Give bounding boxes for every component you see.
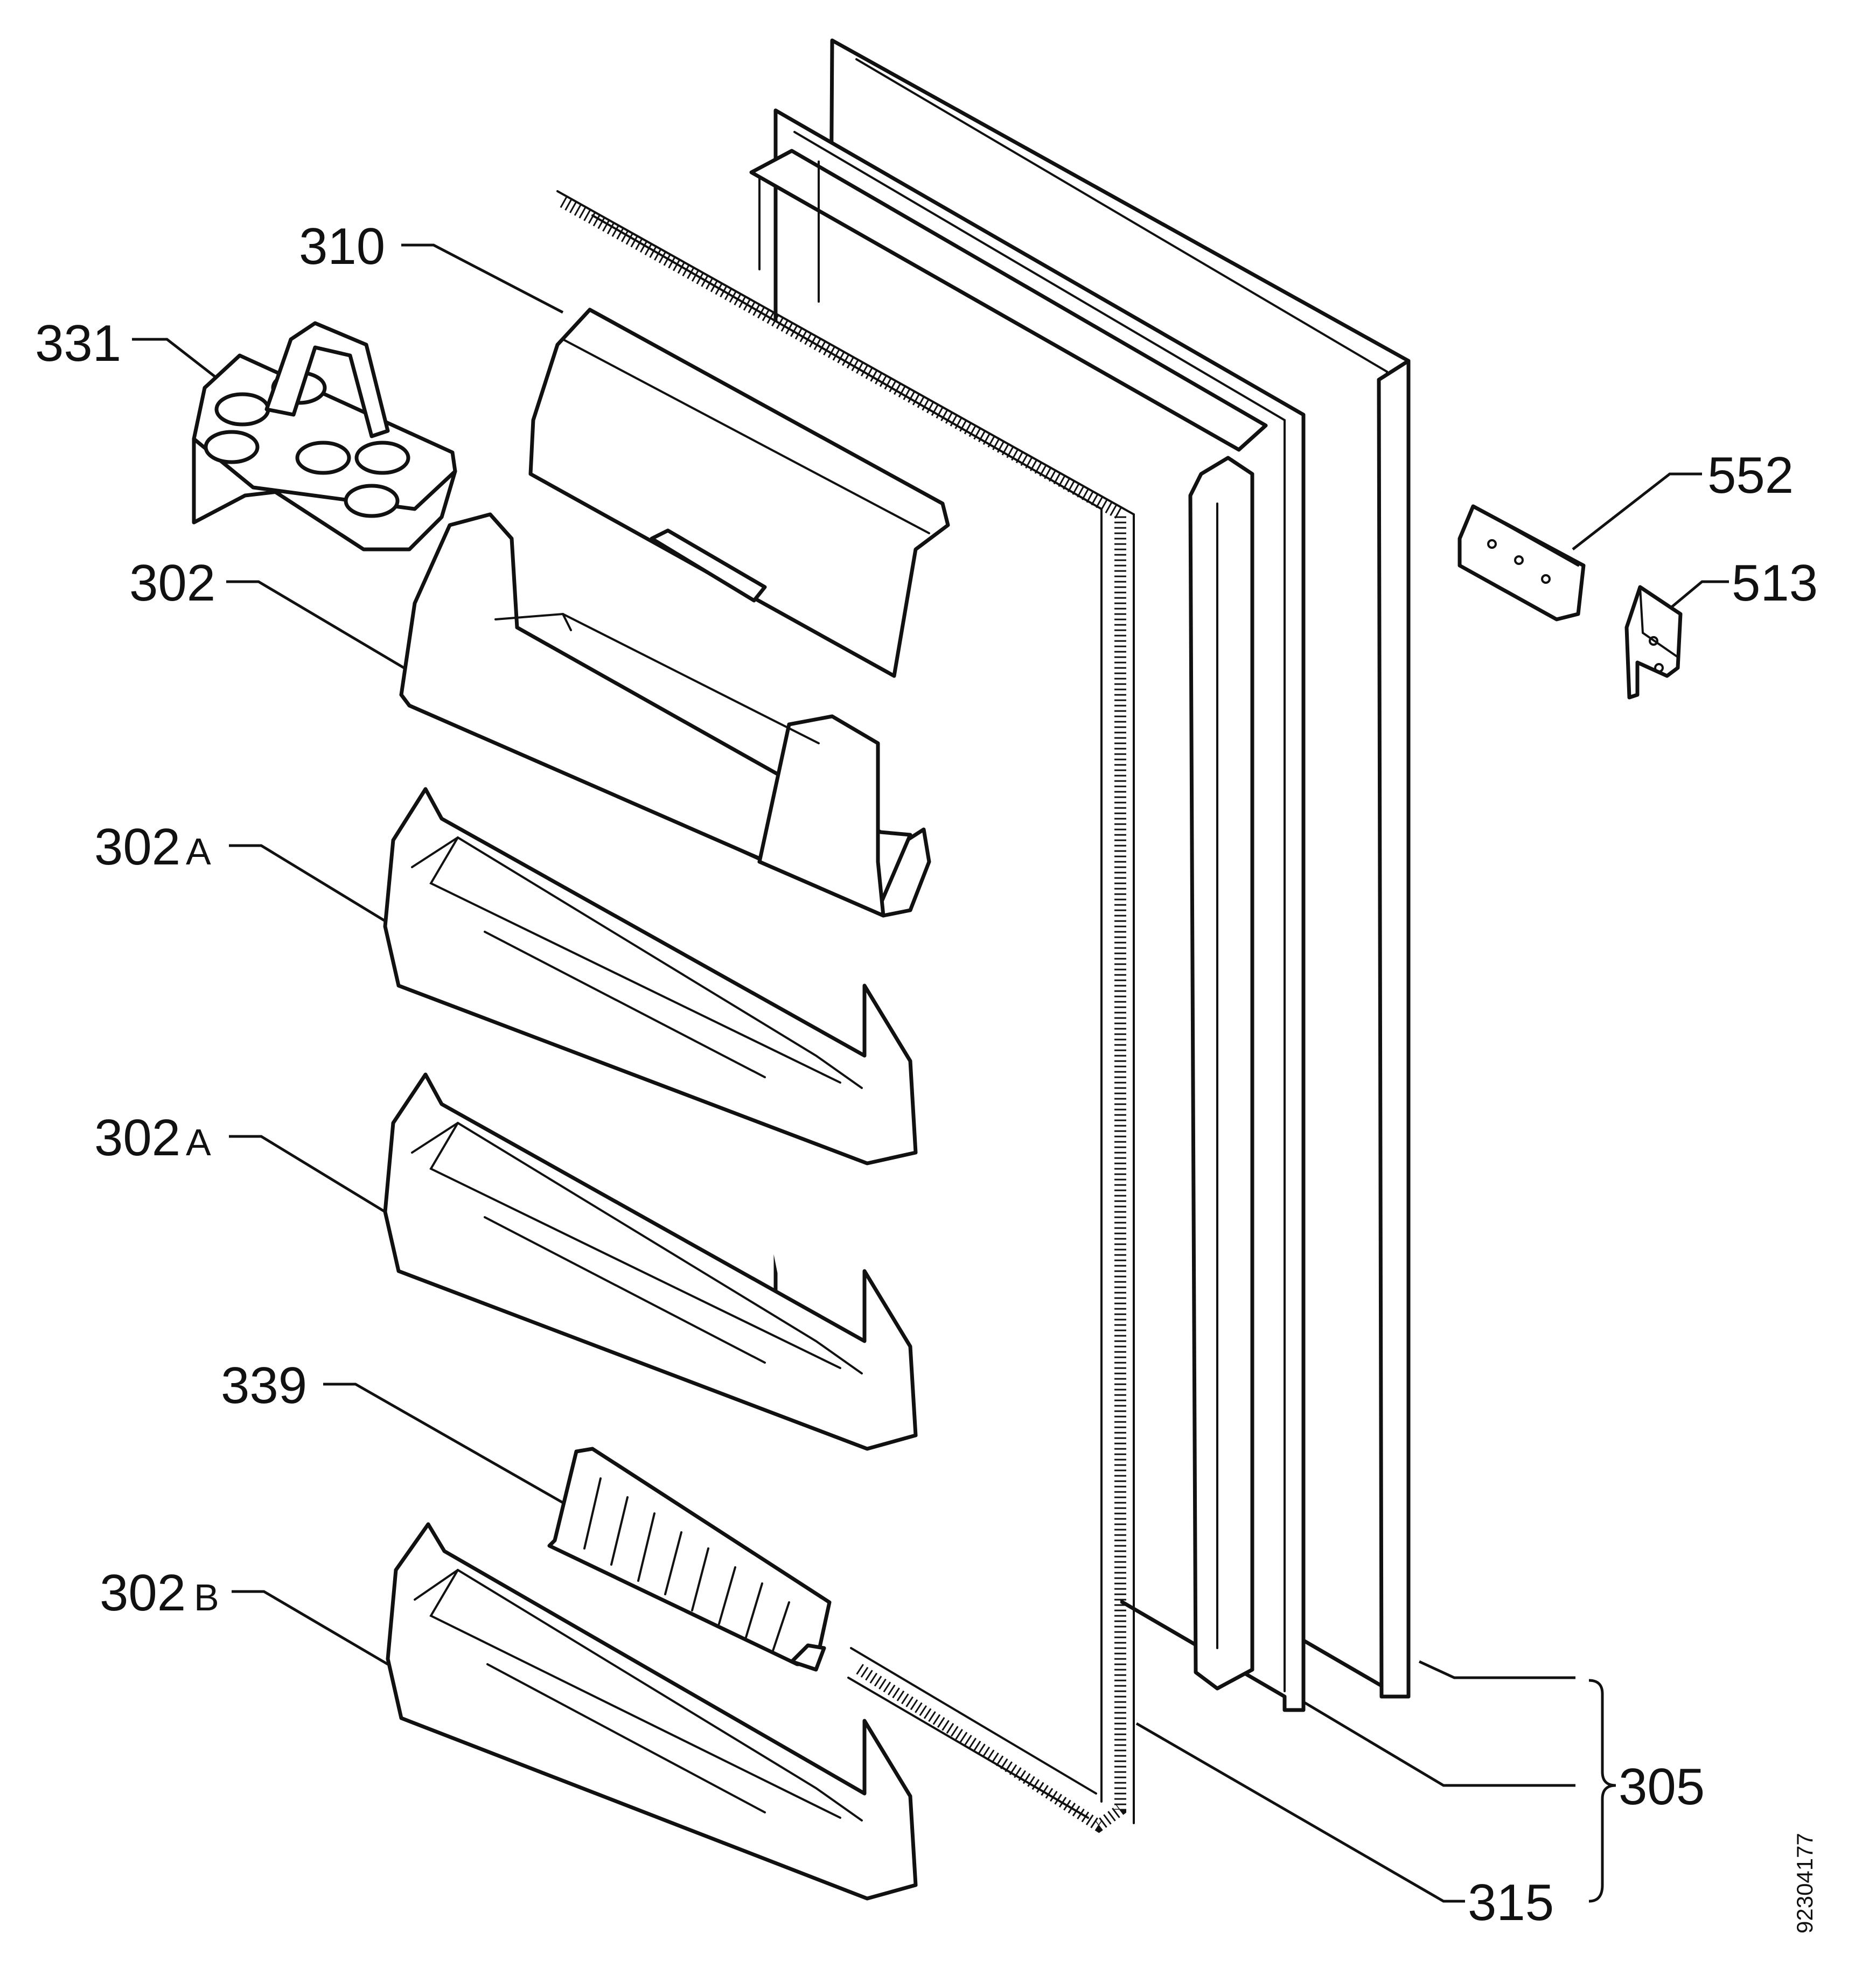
door-tray-302A-lower [383, 1072, 918, 1451]
leader-302A-upper [229, 844, 386, 923]
label-513: 513 [1732, 554, 1818, 612]
label-302: 302 [129, 554, 215, 612]
leader-315 [1135, 1722, 1465, 1903]
leader-310 [401, 243, 564, 314]
part-labels: 310 331 302 302 A 302 A 339 302 B 552 51… [35, 218, 1818, 1931]
door-tray-302B [386, 1522, 918, 1901]
label-302A-upper: 302 [94, 818, 180, 876]
leader-305-top [1418, 1660, 1575, 1679]
leader-302A-lower [229, 1135, 386, 1213]
bottle-retainer-339 [547, 1447, 832, 1672]
door-gasket [556, 190, 1135, 1833]
label-310: 310 [299, 218, 385, 275]
label-305: 305 [1619, 1758, 1705, 1816]
label-315: 315 [1468, 1874, 1554, 1931]
label-302A-lower-suffix: A [186, 1121, 211, 1163]
label-552: 552 [1707, 446, 1794, 504]
leader-331 [132, 338, 217, 378]
drawing-code: 92304177 [1792, 1833, 1817, 1934]
label-302A-upper-suffix: A [186, 831, 211, 873]
label-302B-suffix: B [194, 1576, 219, 1618]
hinge-plate-552 [1457, 504, 1586, 622]
door-shelf-302 [399, 512, 931, 918]
label-331: 331 [35, 315, 121, 372]
hinge-bracket-513 [1624, 585, 1683, 700]
leader-302 [226, 580, 405, 669]
door-tray-302A-upper [383, 787, 918, 1166]
label-339: 339 [221, 1357, 307, 1414]
bracket-305 [1588, 1679, 1616, 1903]
label-302B: 302 [100, 1564, 186, 1622]
egg-holder-331 [192, 321, 457, 552]
leader-339 [323, 1383, 564, 1504]
leader-302B [232, 1590, 389, 1666]
leader-305-mid [1302, 1700, 1575, 1787]
dairy-flap-310 [528, 308, 950, 678]
leader-513 [1669, 580, 1729, 610]
leader-552 [1572, 472, 1702, 550]
leader-lines [132, 243, 1729, 1903]
label-302A-lower: 302 [94, 1109, 180, 1167]
